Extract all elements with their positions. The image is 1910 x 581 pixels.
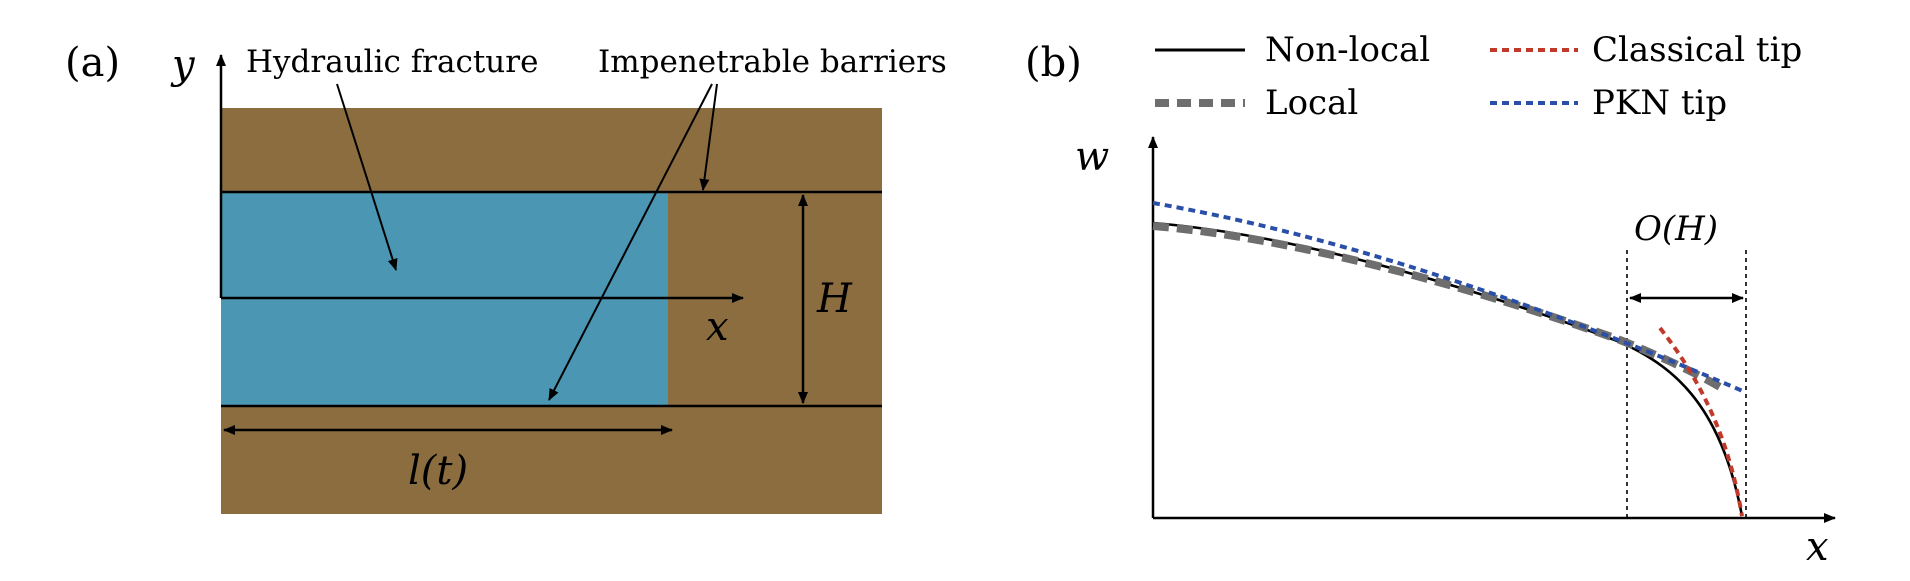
y-axis-label-a: y	[170, 42, 196, 88]
x-axis-label-b: x	[1806, 524, 1829, 570]
x-axis-label-a: x	[706, 304, 729, 350]
legend: Non-local Classical tip Local PKN tip	[1155, 30, 1802, 123]
legend-label-classical-tip: Classical tip	[1592, 30, 1802, 70]
height-label: H	[816, 276, 853, 322]
legend-label-non-local: Non-local	[1265, 30, 1430, 70]
hydraulic-fracture-annotation: Hydraulic fracture	[246, 44, 538, 80]
lower-barrier-pointer-arrow	[548, 83, 713, 401]
legend-label-pkn-tip: PKN tip	[1592, 83, 1727, 123]
fracture-pointer-arrow	[336, 83, 398, 271]
impenetrable-barriers-annotation: Impenetrable barriers	[598, 44, 947, 80]
panel-b: (b) Non-local Classical tip Local PKN ti…	[1025, 30, 1836, 570]
tip-region-label: O(H)	[1634, 209, 1718, 249]
upper-barrier-pointer-arrow	[699, 83, 718, 191]
panel-a-label: (a)	[65, 40, 120, 86]
panel-b-label: (b)	[1025, 40, 1082, 86]
panel-a: (a) y x Hydraulic fracture Impenetrable …	[65, 40, 947, 514]
y-axis-label-b: w	[1075, 134, 1109, 180]
curve-non-local	[1152, 221, 1744, 517]
legend-label-local: Local	[1265, 83, 1358, 123]
curve-classical-tip	[1658, 326, 1744, 517]
curve-pkn-tip	[1152, 201, 1746, 394]
curve-local	[1152, 222, 1728, 394]
length-label: l(t)	[408, 448, 468, 494]
